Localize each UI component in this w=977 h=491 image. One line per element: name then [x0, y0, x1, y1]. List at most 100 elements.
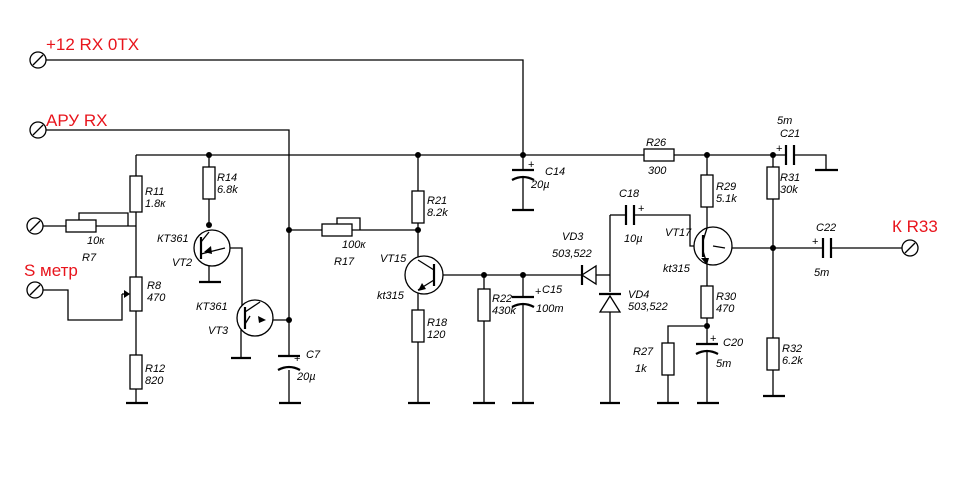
r12-name: R12 [145, 363, 165, 375]
vt3-type: КТ361 [196, 301, 228, 313]
capacitor-c15 [511, 295, 535, 308]
r26-name: R26 [646, 137, 667, 149]
resistor-r22 [477, 288, 491, 322]
vd3-name: VD3 [562, 231, 584, 243]
output-label: К R33 [892, 217, 938, 236]
c18-name: C18 [619, 188, 640, 200]
resistor-r29 [700, 174, 714, 208]
resistor-r30 [700, 285, 714, 319]
c15-name: C15 [542, 284, 563, 296]
r11-value: 1.8к [145, 198, 166, 210]
vt2-name: VT2 [172, 257, 192, 269]
r11-name: R11 [145, 186, 164, 198]
r22-value: 430k [492, 305, 516, 317]
r26-value: 300 [648, 165, 667, 177]
r30-value: 470 [716, 303, 735, 315]
c14-name: C14 [545, 166, 565, 178]
svg-text:+: + [776, 143, 782, 155]
r21-value: 8.2k [427, 207, 448, 219]
r31-name: R31 [780, 172, 800, 184]
c20-value: 5m [716, 358, 731, 370]
component-bodies: + + + + + + + [65, 143, 833, 390]
c21-name: C21 [780, 128, 800, 140]
r18-name: R18 [427, 317, 448, 329]
capacitor-c20 [695, 342, 719, 355]
vt17-name: VT17 [665, 227, 692, 239]
c7-value: 20µ [296, 371, 316, 383]
resistor-r14 [202, 166, 216, 200]
transistor-vt17 [693, 226, 733, 266]
r31-value: 30k [780, 184, 798, 196]
r27-name: R27 [633, 346, 654, 358]
vt17-type: kt315 [663, 263, 691, 275]
r12-value: 820 [145, 375, 164, 387]
svg-text:+: + [638, 203, 644, 215]
junction-dots [206, 152, 776, 329]
resistor-r21 [411, 190, 425, 224]
vd4-type: 503,522 [628, 301, 668, 313]
resistor-r26 [643, 148, 675, 162]
vd3-type: 503,522 [552, 248, 592, 260]
r8-name: R8 [147, 280, 162, 292]
c22-name: C22 [816, 222, 836, 234]
terminals [26, 51, 919, 299]
resistor-r17 [321, 223, 353, 237]
r14-name: R14 [217, 172, 237, 184]
r14-value: 6.8k [217, 184, 238, 196]
supply-label: +12 RX 0TX [46, 35, 139, 54]
diode-vd4 [598, 292, 622, 313]
resistor-r18 [411, 309, 425, 343]
vd4-name: VD4 [628, 289, 649, 301]
c7-name: C7 [306, 349, 321, 361]
r29-name: R29 [716, 181, 736, 193]
r18-value: 120 [427, 329, 446, 341]
vt15-name: VT15 [380, 253, 407, 265]
svg-text:+: + [535, 286, 541, 298]
c18-value: 10µ [624, 233, 643, 245]
resistor-r11 [129, 175, 143, 213]
r8-value: 470 [147, 292, 166, 304]
resistor-r12 [129, 354, 143, 390]
svg-text:+: + [812, 236, 818, 248]
diode-vd3 [580, 264, 597, 286]
vt3-name: VT3 [208, 325, 229, 337]
r30-name: R30 [716, 291, 737, 303]
capacitor-c7 [277, 354, 301, 371]
agc-label: АРУ RX [46, 111, 107, 130]
r17-name: R17 [334, 256, 355, 268]
svg-text:+: + [528, 159, 534, 171]
resistor-r32 [766, 337, 780, 371]
vt2-type: КТ361 [157, 233, 189, 245]
transistor-vt3 [236, 299, 274, 337]
transistor-vt15 [404, 255, 444, 295]
r17-value: 100к [342, 239, 366, 251]
capacitor-c22 [821, 238, 833, 258]
resistor-r27 [661, 342, 675, 376]
r21-name: R21 [427, 195, 447, 207]
r7-name: R7 [82, 252, 97, 264]
r32-value: 6.2k [782, 355, 803, 367]
r27-value: 1k [635, 363, 647, 375]
smeter-label: S метр [24, 261, 78, 280]
r32-name: R32 [782, 343, 802, 355]
c20-name: C20 [723, 337, 744, 349]
resistor-r31 [766, 166, 780, 200]
component-labels: R11 1.8к 10к R7 R8 470 R12 820 R14 6.8k … [82, 115, 836, 387]
c15-value: 100m [536, 303, 564, 315]
r29-value: 5.1k [716, 193, 737, 205]
resistor-r7 [65, 219, 97, 233]
r7-value: 10к [87, 235, 105, 247]
svg-text:+: + [710, 333, 716, 345]
svg-text:+: + [294, 353, 300, 365]
c22-value: 5m [814, 267, 829, 279]
c14-value: 20µ [530, 179, 550, 191]
r22-name: R22 [492, 293, 512, 305]
c21-value: 5m [777, 115, 792, 127]
transistor-vt2 [193, 229, 231, 267]
capacitor-c14 [511, 168, 535, 181]
capacitor-c21 [784, 145, 796, 165]
capacitor-c18 [624, 205, 636, 225]
vt15-type: kt315 [377, 290, 405, 302]
resistor-r8 [129, 276, 143, 312]
